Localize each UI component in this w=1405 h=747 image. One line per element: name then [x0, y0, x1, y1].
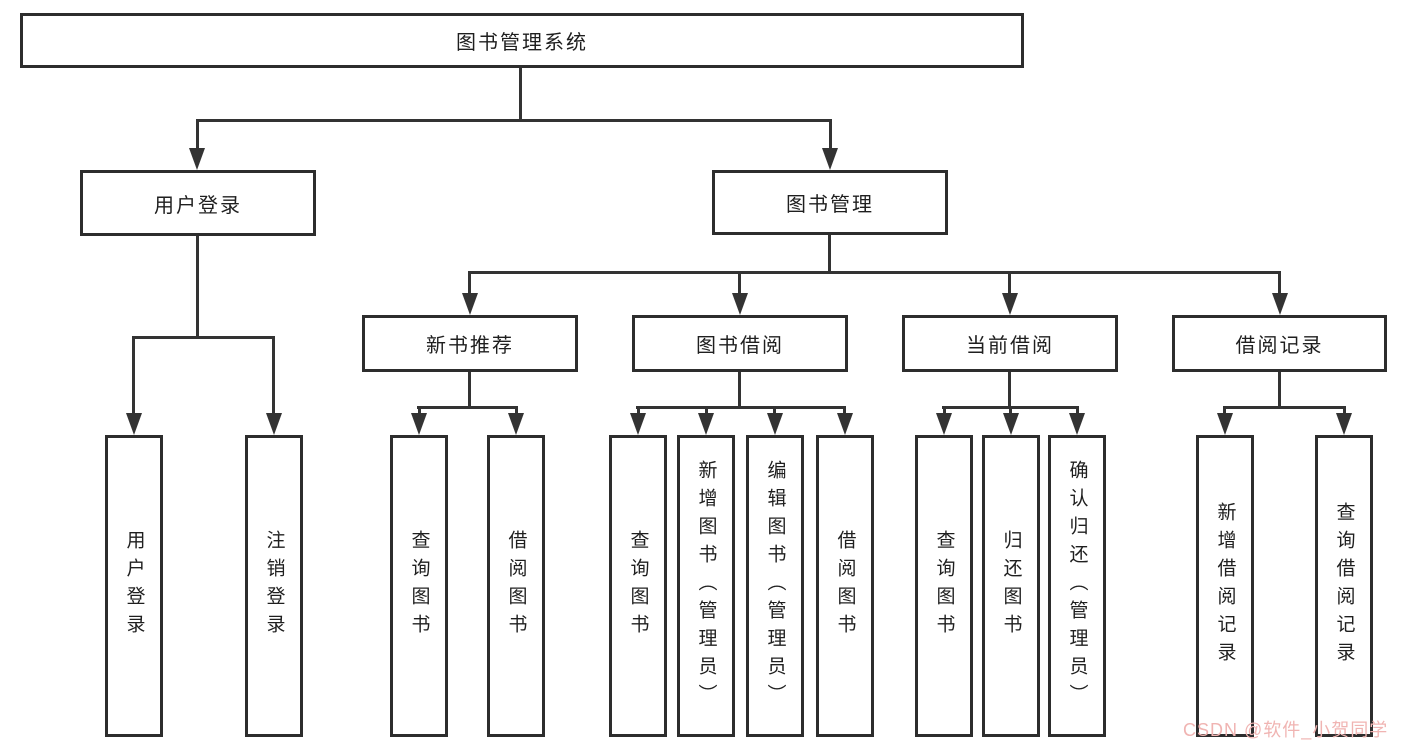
connector-line — [1343, 406, 1346, 415]
connector-line — [1008, 271, 1011, 295]
node-label: 查询图书 — [408, 530, 430, 642]
node-new-book-recommend: 新书推荐 — [362, 315, 578, 372]
node-book-management: 图书管理 — [712, 170, 948, 235]
leaf-logout-login: 注销登录 — [245, 435, 303, 737]
leaf-confirm-return-admin: 确认归还（管理员） — [1048, 435, 1106, 737]
node-current-borrow: 当前借阅 — [902, 315, 1118, 372]
arrow-down-icon — [266, 413, 282, 435]
connector-line — [196, 119, 832, 122]
node-book-borrow: 图书借阅 — [632, 315, 848, 372]
leaf-user-login: 用户登录 — [105, 435, 163, 737]
connector-line — [515, 406, 518, 415]
leaf-borrow-books-recommend: 借阅图书 — [487, 435, 545, 737]
arrow-down-icon — [411, 413, 427, 435]
connector-line — [738, 271, 741, 295]
connector-line — [1008, 372, 1011, 408]
connector-line — [637, 406, 640, 415]
node-label: 新增图书（管理员） — [695, 460, 717, 712]
node-label: 图书管理 — [786, 194, 874, 216]
node-label: 用户登录 — [123, 530, 145, 642]
node-label: 确认归还（管理员） — [1066, 460, 1088, 712]
arrow-down-icon — [698, 413, 714, 435]
node-label: 查询图书 — [627, 530, 649, 642]
connector-line — [943, 406, 946, 415]
connector-line — [468, 271, 471, 295]
connector-line — [1076, 406, 1079, 415]
arrow-down-icon — [630, 413, 646, 435]
connector-line — [132, 336, 135, 414]
connector-line — [132, 336, 275, 339]
leaf-add-books-admin: 新增图书（管理员） — [677, 435, 735, 737]
arrow-down-icon — [1272, 293, 1288, 315]
connector-line — [196, 119, 199, 150]
leaf-query-books-current: 查询图书 — [915, 435, 973, 737]
arrow-down-icon — [732, 293, 748, 315]
node-label: 注销登录 — [263, 530, 285, 642]
node-label: 借阅图书 — [505, 530, 527, 642]
connector-line — [196, 236, 199, 338]
arrow-down-icon — [462, 293, 478, 315]
node-label: 当前借阅 — [966, 335, 1054, 357]
arrow-down-icon — [126, 413, 142, 435]
node-label: 新增借阅记录 — [1214, 502, 1236, 670]
leaf-query-books-borrow: 查询图书 — [609, 435, 667, 737]
connector-line — [1223, 406, 1226, 415]
connector-line — [417, 406, 518, 409]
arrow-down-icon — [1217, 413, 1233, 435]
arrow-down-icon — [1069, 413, 1085, 435]
connector-line — [1278, 271, 1281, 295]
node-label: 图书管理系统 — [456, 32, 588, 54]
connector-line — [773, 406, 776, 415]
connector-line — [636, 406, 846, 409]
arrow-down-icon — [189, 148, 205, 170]
leaf-borrow-books: 借阅图书 — [816, 435, 874, 737]
arrow-down-icon — [1336, 413, 1352, 435]
node-library-management-system: 图书管理系统 — [20, 13, 1024, 68]
connector-line — [1278, 372, 1281, 408]
node-label: 借阅记录 — [1235, 335, 1324, 357]
connector-line — [468, 271, 1281, 274]
leaf-query-borrow-record: 查询借阅记录 — [1315, 435, 1373, 737]
connector-line — [519, 68, 522, 122]
node-label: 查询图书 — [933, 530, 955, 642]
connector-line — [418, 406, 421, 415]
connector-line — [843, 406, 846, 415]
connector-line — [738, 372, 741, 408]
node-label: 用户登录 — [154, 194, 242, 217]
watermark-text: CSDN @软件_小贺同学 — [1183, 720, 1389, 740]
arrow-down-icon — [936, 413, 952, 435]
leaf-query-books-recommend: 查询图书 — [390, 435, 448, 737]
leaf-add-borrow-record: 新增借阅记录 — [1196, 435, 1254, 737]
arrow-down-icon — [767, 413, 783, 435]
node-user-login: 用户登录 — [80, 170, 316, 236]
connector-line — [468, 372, 471, 408]
leaf-edit-books-admin: 编辑图书（管理员） — [746, 435, 804, 737]
connector-line — [829, 119, 832, 150]
connector-line — [272, 336, 275, 414]
node-label: 新书推荐 — [426, 335, 514, 357]
node-label: 图书借阅 — [696, 335, 784, 357]
arrow-down-icon — [508, 413, 524, 435]
arrow-down-icon — [822, 148, 838, 170]
arrow-down-icon — [1003, 413, 1019, 435]
connector-line — [1009, 406, 1012, 415]
connector-line — [705, 406, 708, 415]
connector-line — [828, 235, 831, 273]
node-borrow-records: 借阅记录 — [1172, 315, 1387, 372]
node-label: 查询借阅记录 — [1333, 502, 1355, 670]
node-label: 编辑图书（管理员） — [764, 460, 786, 712]
node-label: 借阅图书 — [834, 530, 856, 642]
node-label: 归还图书 — [1000, 530, 1022, 642]
leaf-return-books: 归还图书 — [982, 435, 1040, 737]
arrow-down-icon — [1002, 293, 1018, 315]
arrow-down-icon — [837, 413, 853, 435]
connector-line — [1223, 406, 1346, 409]
